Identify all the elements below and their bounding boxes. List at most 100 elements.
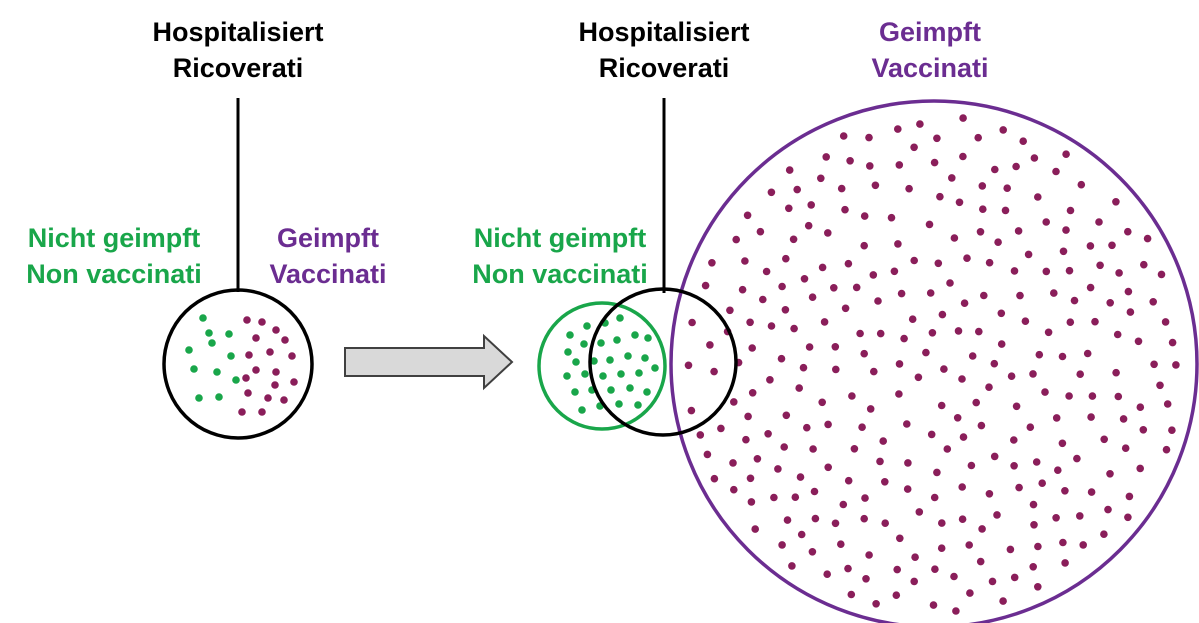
vaccinated-dot (831, 519, 840, 528)
vaccinated-dot (1010, 436, 1018, 444)
vaccinated-dot (1119, 415, 1128, 423)
vaccinated-dot (988, 577, 997, 586)
vaccinated-dot (1010, 462, 1018, 470)
left-unvaccinated-dots (185, 314, 240, 402)
vaccinated-dot (948, 174, 956, 182)
vaccinated-dot (790, 324, 798, 333)
unvaccinated-dot (651, 364, 659, 372)
vaccinated-dot (930, 158, 939, 167)
vaccinated-dot (974, 133, 982, 142)
vaccinated-dot (904, 459, 912, 467)
vaccinated-dot (959, 433, 968, 441)
vaccinated-dot (808, 293, 817, 302)
vaccinated-dot (860, 349, 868, 358)
vaccinated-dot (281, 336, 289, 344)
vaccinated-dot (1079, 541, 1087, 549)
vaccinated-dot (893, 565, 901, 574)
unvaccinated-dot (190, 365, 198, 373)
vaccinated-dot (872, 600, 880, 608)
vaccinated-dot (1019, 137, 1027, 145)
vaccinated-dot (897, 289, 906, 298)
vaccinated-dot (844, 259, 853, 268)
left-vaccinated-it: Vaccinati (269, 259, 387, 289)
vaccinated-dot (934, 259, 943, 268)
vaccinated-dot (1030, 154, 1039, 162)
vaccinated-dot (746, 474, 755, 483)
vaccinated-dot (972, 398, 980, 407)
vaccinated-dot (789, 235, 798, 244)
vaccinated-dot (1168, 426, 1176, 435)
vaccinated-dot (980, 291, 988, 300)
vaccinated-dot (994, 238, 1002, 246)
vaccinated-dot (975, 327, 983, 336)
vaccinated-dot (1021, 317, 1030, 326)
vaccinated-dot (266, 348, 274, 356)
vaccinated-dot (766, 376, 774, 384)
vaccinated-dot (1124, 227, 1132, 236)
right-hospitalized-de: Hospitalisiert (578, 17, 750, 47)
vaccinated-dot (280, 396, 288, 404)
vaccinated-dot (710, 367, 718, 376)
vaccinated-dot (803, 423, 811, 432)
vaccinated-dot (1042, 218, 1050, 226)
vaccinated-dot (841, 304, 850, 313)
vaccinated-dot (930, 493, 939, 502)
vaccinated-dot (869, 271, 878, 279)
vaccinated-dot (856, 329, 864, 338)
unvaccinated-dot (572, 358, 580, 366)
vaccinated-dot (1096, 261, 1104, 270)
right-unvaccinated-it: Non vaccinati (472, 259, 648, 289)
vaccinated-dot (1044, 328, 1053, 337)
vaccinated-dot (795, 384, 803, 392)
vaccinated-dot (799, 363, 808, 372)
vaccinated-dot (865, 551, 873, 559)
vaccinated-dot (756, 227, 765, 236)
vaccinated-dot (978, 182, 987, 190)
vaccinated-dot (746, 318, 754, 327)
vaccinated-dot (993, 511, 1001, 519)
vaccinated-dot (903, 485, 912, 493)
vaccinated-dot (892, 591, 901, 599)
left-hospitalized-de: Hospitalisiert (152, 17, 324, 47)
vaccinated-dot (781, 306, 790, 314)
vaccinated-dot (793, 185, 801, 194)
vaccinated-dot (876, 457, 884, 466)
vaccinated-dot (931, 565, 939, 573)
vaccinated-dot (1136, 403, 1145, 412)
vaccinated-dot (1076, 512, 1084, 520)
unvaccinated-dot (199, 314, 207, 322)
vaccinated-dot (960, 299, 969, 308)
unvaccinated-dot (581, 370, 589, 378)
vaccinated-dot (933, 468, 941, 477)
vaccinated-dot (940, 365, 948, 373)
vaccinated-dot (985, 258, 994, 267)
unvaccinated-dot (205, 329, 213, 337)
vaccinated-dot (1050, 289, 1058, 297)
left-hospitalized-it: Ricoverati (172, 53, 304, 83)
vaccinated-dot (870, 367, 878, 376)
vaccinated-dot (238, 408, 246, 416)
unvaccinated-dot (635, 369, 643, 377)
vaccinated-dot (1066, 206, 1075, 215)
unvaccinated-dot (626, 384, 634, 392)
vaccinated-dot (748, 389, 757, 397)
vaccinated-dot (244, 389, 252, 397)
vaccinated-dot (1087, 488, 1096, 496)
right-vaccinated-it: Vaccinati (871, 53, 989, 83)
vaccinated-dot (824, 420, 832, 429)
vaccinated-dot (1156, 381, 1164, 390)
vaccinated-dot (1091, 317, 1099, 326)
left-unvaccinated-de: Nicht geimpft (27, 223, 201, 253)
vaccinated-dot (952, 607, 960, 615)
vaccinated-dot (1140, 260, 1148, 269)
vaccinated-dot (839, 132, 848, 140)
vaccinated-dot (990, 359, 999, 368)
vaccinated-dot (759, 295, 767, 304)
unvaccinated-dot (215, 393, 223, 401)
vaccinated-dot (950, 234, 959, 242)
unvaccinated-dot (578, 406, 586, 414)
left-panel (162, 98, 314, 440)
vaccinated-dot (866, 162, 874, 170)
unvaccinated-dot (613, 336, 621, 344)
left-hospitalized-circle (162, 288, 314, 440)
